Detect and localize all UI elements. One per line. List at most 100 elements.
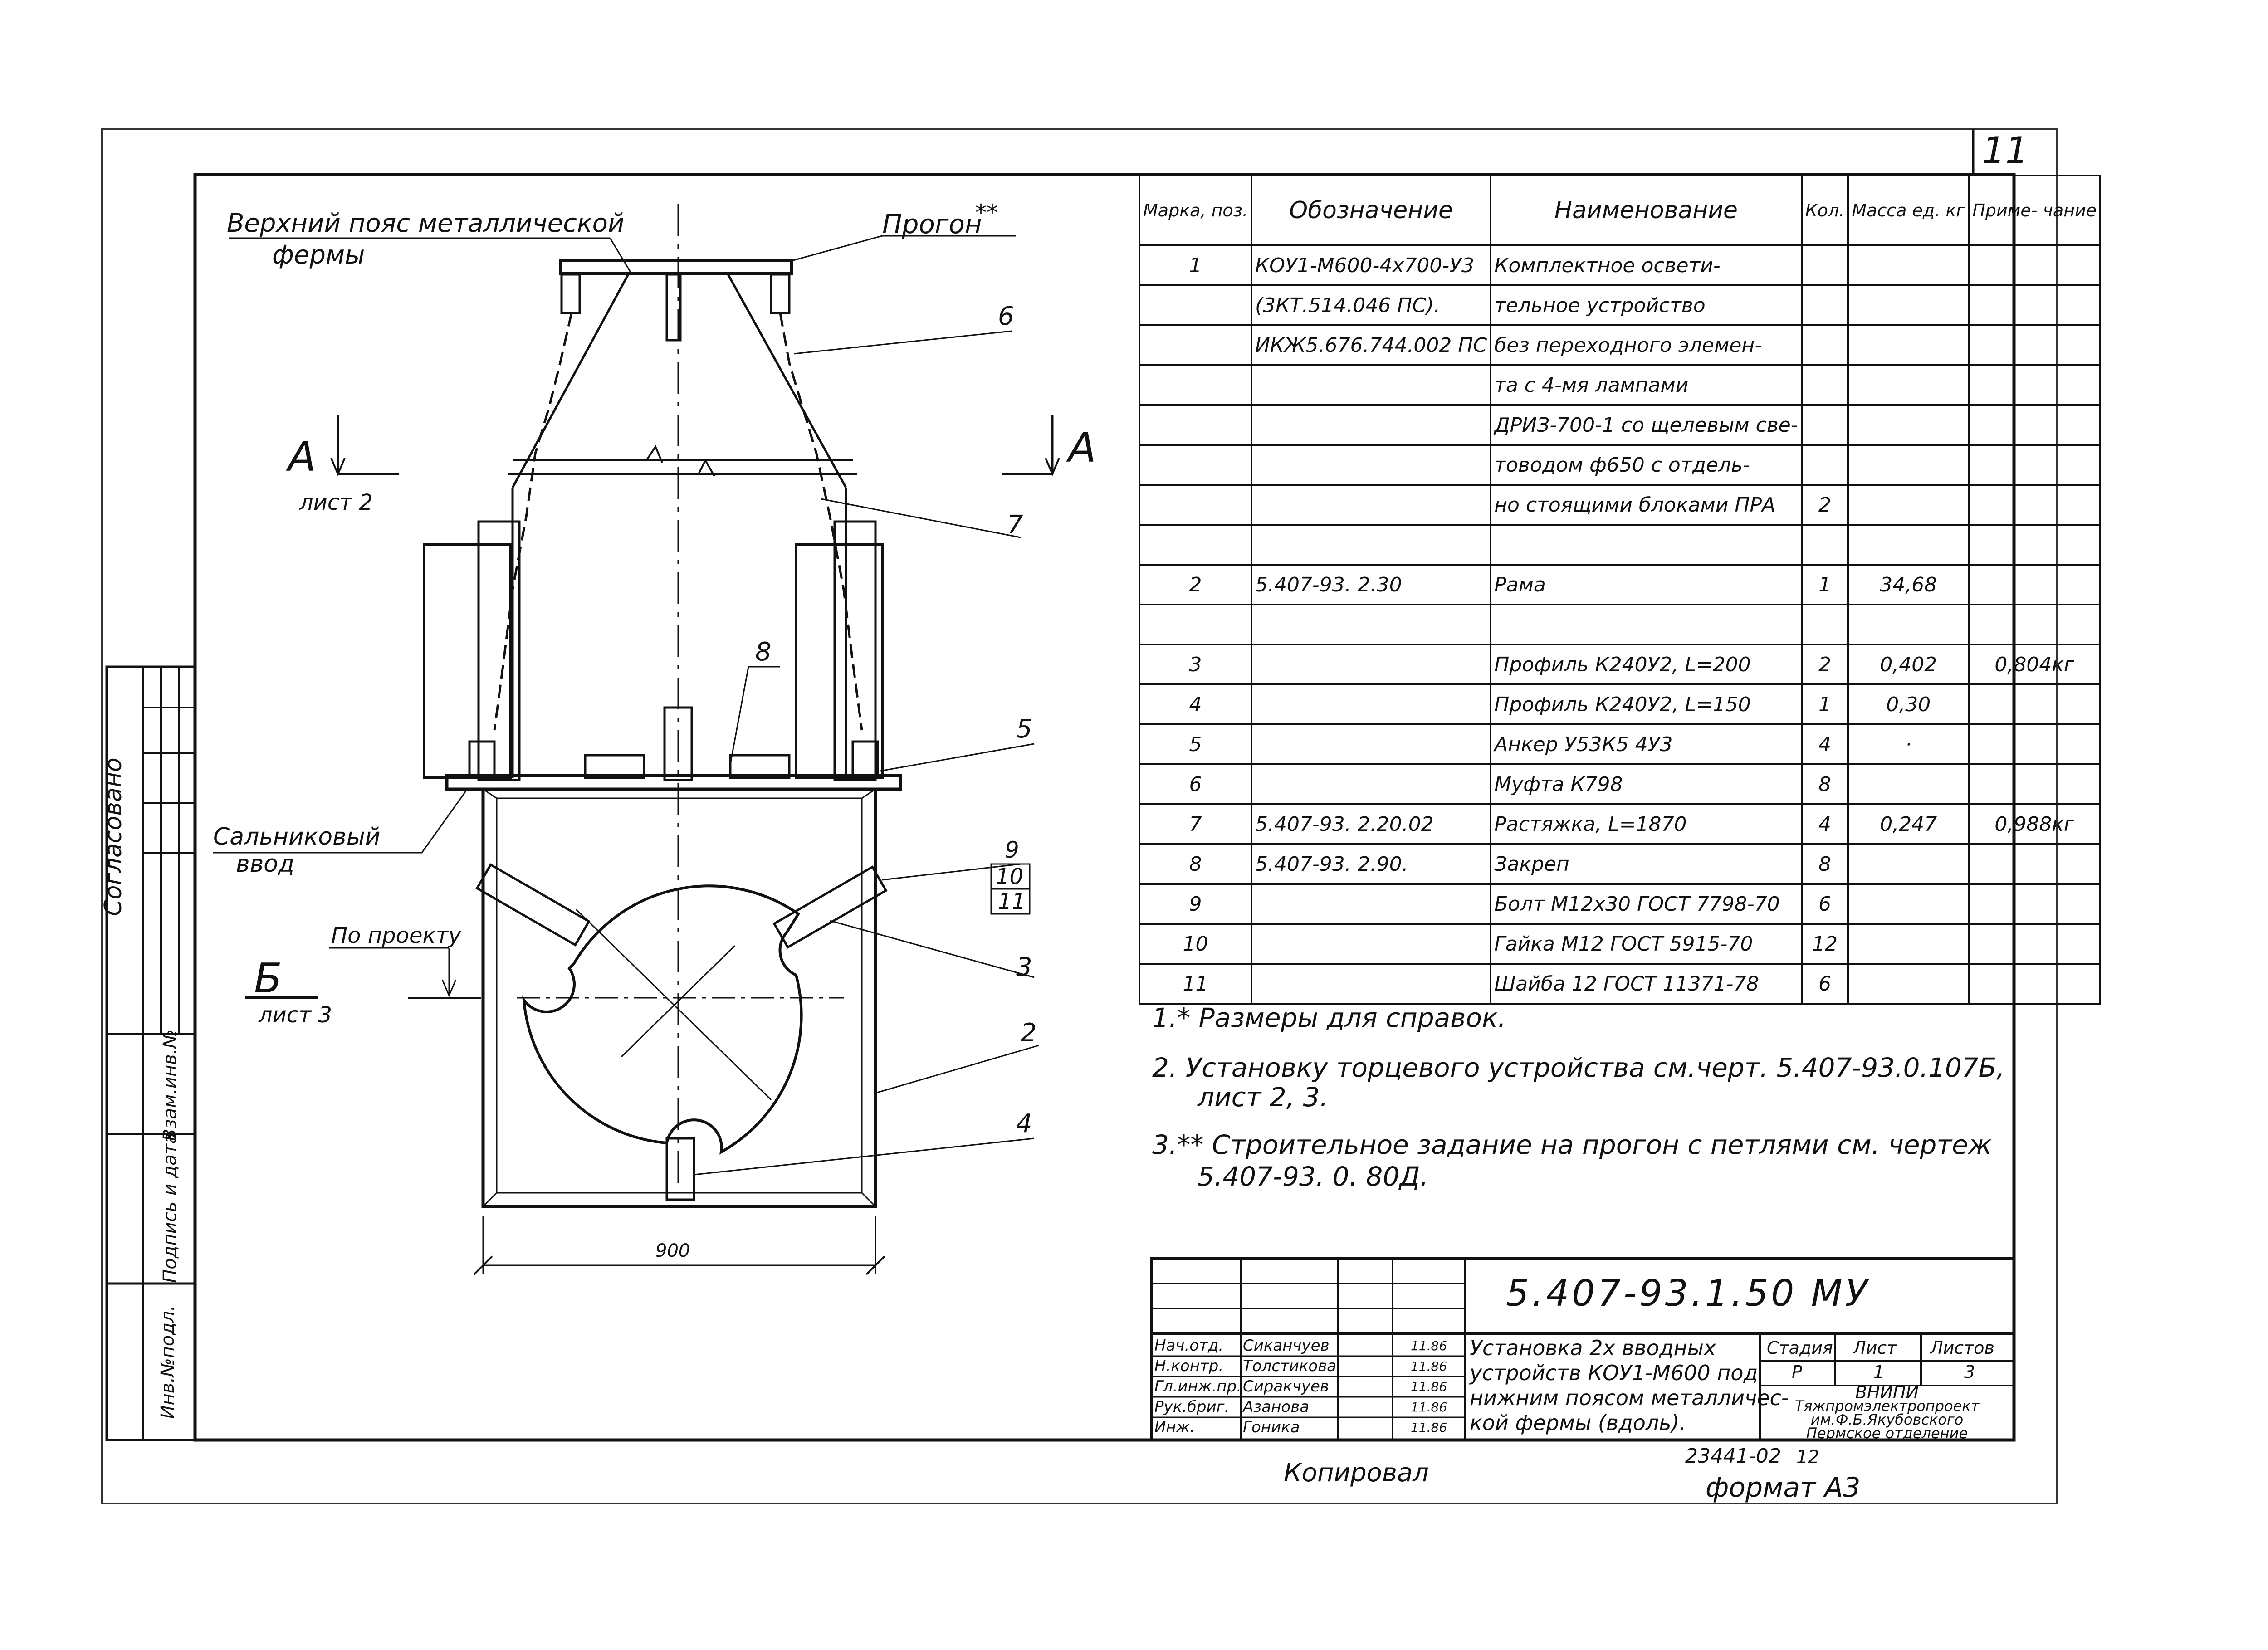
cell-name: Муфта К798 (1490, 763, 1803, 805)
section-b-sheet: лист 3 (259, 1002, 332, 1028)
cell-name: тельное устройство (1490, 284, 1803, 326)
callout-7: 7 (1007, 510, 1023, 540)
cell-note (1968, 843, 2102, 885)
stage-label: Стадия (1767, 1338, 1833, 1358)
cell-mass: 0,247 (1847, 803, 1970, 845)
section-a-left: А (288, 433, 316, 481)
inventory-number: 23441-02 (1685, 1445, 1781, 1468)
cell-qty (1800, 244, 1849, 286)
cell-mass (1847, 244, 1970, 286)
cell-qty (1800, 284, 1849, 326)
cell-pos (1139, 524, 1252, 566)
cell-note (1968, 284, 2102, 326)
cell-pos: 2 (1139, 564, 1252, 605)
note-1: 1.* Размеры для справок. (1152, 1002, 1506, 1033)
cell-pos: 10 (1139, 923, 1252, 965)
cell-mass (1847, 524, 1970, 566)
sheets-label: Листов (1930, 1338, 1994, 1358)
cell-designation: (3КТ.514.046 ПС). (1250, 284, 1492, 326)
cell-designation (1250, 604, 1492, 645)
cell-note (1968, 683, 2102, 725)
callout-4: 4 (1016, 1109, 1032, 1138)
left-approval-strip (105, 665, 196, 1441)
cell-designation: ИКЖ5.676.744.002 ПС (1250, 324, 1492, 366)
cell-note (1968, 923, 2102, 965)
gland-label: Сальниковый (213, 823, 381, 850)
gland-label-2: ввод (236, 850, 295, 878)
cell-pos (1139, 444, 1252, 486)
cell-qty: 4 (1800, 723, 1849, 765)
cell-designation: 5.407-93. 2.90. (1250, 843, 1492, 885)
header-pos: Марка, поз. (1139, 175, 1252, 246)
cell-pos (1139, 404, 1252, 446)
document-code: 5.407-93.1.50 МУ (1506, 1272, 1870, 1314)
cell-qty: 1 (1800, 683, 1849, 725)
cell-designation (1250, 763, 1492, 805)
table-row (1139, 604, 2102, 645)
cell-name: Болт М12х30 ГОСТ 7798-70 (1490, 883, 1803, 925)
header-mass: Масса ед. кг (1847, 175, 1970, 246)
cell-pos (1139, 364, 1252, 406)
cell-qty (1800, 324, 1849, 366)
cell-mass: 34,68 (1847, 564, 1970, 605)
cell-note (1968, 444, 2102, 486)
cell-qty: 1 (1800, 564, 1849, 605)
cell-note: 0,988кг (1968, 803, 2102, 845)
note-3: 3.** Строительное задание на прогон с пе… (1152, 1129, 1992, 1160)
cell-name: Шайба 12 ГОСТ 11371-78 (1490, 963, 1803, 1005)
cell-pos: 4 (1139, 683, 1252, 725)
by-project-label: По проекту (331, 923, 461, 948)
cell-name (1490, 604, 1803, 645)
top-chord-label-2: фермы (272, 240, 365, 270)
cell-name (1490, 524, 1803, 566)
title-block-lines (1150, 1257, 2015, 1441)
header-designation: Обозначение (1250, 175, 1492, 246)
callout-5: 5 (1016, 714, 1032, 744)
sign-date-label: Подпись и дата (160, 1133, 181, 1283)
cell-mass (1847, 484, 1970, 526)
table-row: ДРИЗ-700-1 со щелевым све- (1139, 404, 2102, 446)
cell-pos: 5 (1139, 723, 1252, 765)
top-chord-label: Верхний пояс металлической (227, 209, 625, 238)
cell-designation: КОУ1-М600-4х700-У3 (1250, 244, 1492, 286)
cell-note (1968, 404, 2102, 446)
sheets-value: 3 (1964, 1362, 1975, 1382)
callout-10: 10 (996, 864, 1024, 889)
cell-pos: 7 (1139, 803, 1252, 845)
table-row: (3КТ.514.046 ПС).тельное устройство (1139, 284, 2102, 326)
cell-designation (1250, 404, 1492, 446)
cell-note (1968, 364, 2102, 406)
cell-designation (1250, 723, 1492, 765)
cell-pos: 3 (1139, 644, 1252, 685)
cell-note (1968, 244, 2102, 286)
cell-designation (1250, 364, 1492, 406)
cell-pos (1139, 484, 1252, 526)
cell-name: ДРИЗ-700-1 со щелевым све- (1490, 404, 1803, 446)
cell-pos: 6 (1139, 763, 1252, 805)
callout-9: 9 (1005, 837, 1019, 863)
table-row (1139, 524, 2102, 566)
sheet-label: Лист (1853, 1338, 1897, 1358)
note-3b: 5.407-93. 0. 80Д. (1198, 1161, 1428, 1192)
dimension-900: 900 (655, 1240, 690, 1261)
cell-qty (1800, 524, 1849, 566)
cell-pos (1139, 324, 1252, 366)
cell-pos: 1 (1139, 244, 1252, 286)
cell-name: Профиль К240У2, L=150 (1490, 683, 1803, 725)
cell-qty: 8 (1800, 843, 1849, 885)
cell-qty: 6 (1800, 963, 1849, 1005)
cell-note (1968, 484, 2102, 526)
cell-note (1968, 723, 2102, 765)
cell-note: 0,804кг (1968, 644, 2102, 685)
